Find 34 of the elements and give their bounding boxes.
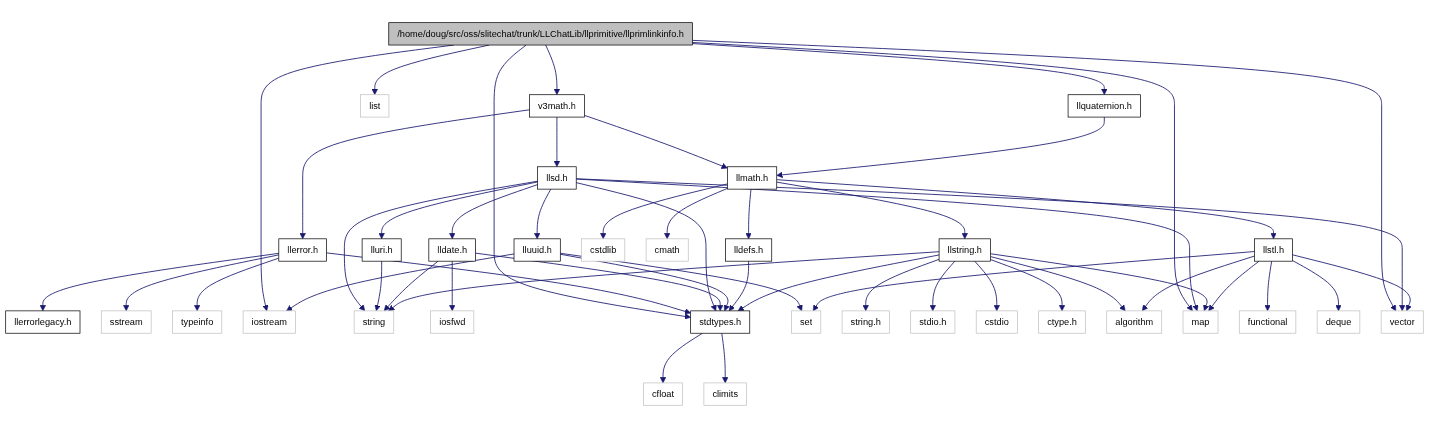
node-box: llerrorlegacy.h xyxy=(5,310,81,334)
node-box: llerror.h xyxy=(278,238,327,262)
node-box: string xyxy=(353,310,395,334)
node-box: stdtypes.h xyxy=(690,310,751,334)
node-box: lluri.h xyxy=(361,238,402,262)
node-box: cstdlib xyxy=(581,238,626,262)
node-box: iosfwd xyxy=(430,310,475,334)
node-box: iostream xyxy=(242,310,296,334)
node-box: llquaternion.h xyxy=(1067,93,1141,117)
node-box: map xyxy=(1182,310,1219,334)
node-box: functional xyxy=(1238,310,1297,334)
node-box: typeinfo xyxy=(172,310,223,334)
node-box: ctype.h xyxy=(1038,310,1086,334)
node-box: cmath xyxy=(645,238,689,262)
node-box: cfloat xyxy=(643,382,683,406)
node-box: climits xyxy=(703,382,747,406)
node-box: v3math.h xyxy=(529,93,585,117)
node-box: llmath.h xyxy=(727,165,778,189)
node-box: /home/doug/src/oss/slitechat/trunk/LLChatLib/llprimitive/llprimlinkinfo.h xyxy=(388,21,693,45)
node-box: deque xyxy=(1316,310,1361,334)
node-box: sstream xyxy=(100,310,152,334)
node-box: llsd.h xyxy=(537,165,577,189)
node-box: algorithm xyxy=(1106,310,1163,334)
node-box: stdio.h xyxy=(910,310,956,334)
node-box: llstring.h xyxy=(938,238,991,262)
node-box: list xyxy=(360,93,390,117)
node-box: lluuid.h xyxy=(513,238,561,262)
node-box: string.h xyxy=(841,310,890,334)
node-box: lldefs.h xyxy=(725,238,773,262)
node-box: vector xyxy=(1380,310,1424,334)
node-box: lldate.h xyxy=(428,238,476,262)
node-box: set xyxy=(791,310,822,334)
node-box: cstdio xyxy=(975,310,1018,334)
node-box: llstl.h xyxy=(1254,238,1293,262)
